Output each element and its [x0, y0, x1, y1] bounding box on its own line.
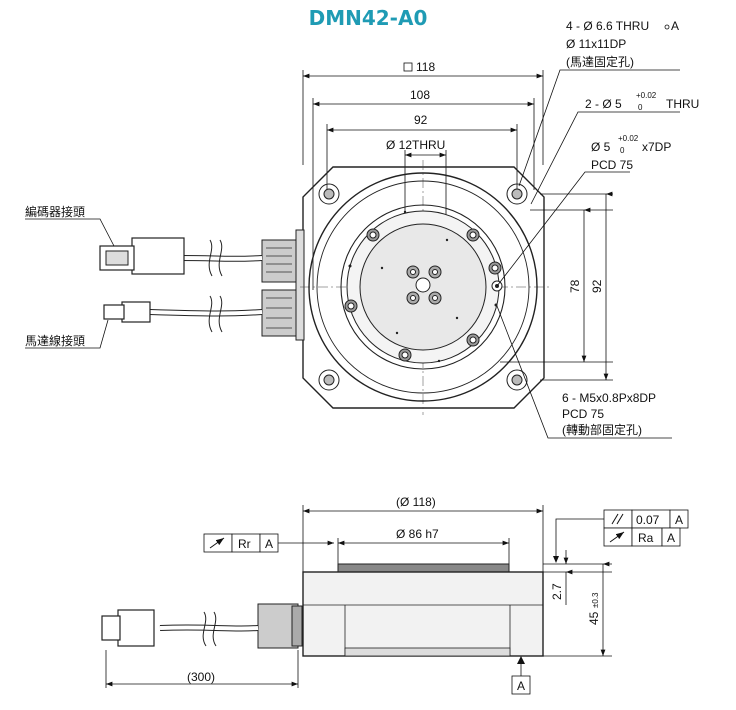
outer-ring [308, 172, 538, 402]
dim-118-side: (Ø 118) [396, 495, 436, 509]
top-view: 118 108 92 Ø 12THRU [25, 60, 680, 439]
tol-ra: Ra [638, 531, 654, 545]
callout-pin-1-tol: +0.02 [636, 91, 657, 100]
callout-pin-1-tol2: 0 [638, 103, 643, 112]
callout-pin-3: PCD 75 [591, 158, 633, 172]
page-title: DMN42-A0 [308, 6, 428, 30]
callout-mount-hole-3: (馬達固定孔) [566, 54, 634, 69]
cable-assembly [99, 237, 297, 337]
callout-pin-2-tol: +0.02 [618, 134, 639, 143]
callout-mount-hole-2: Ø 11x11DP [566, 37, 626, 51]
callout-pin-2-prefix: Ø 5 [591, 140, 611, 154]
tol-ra-ref: A [667, 531, 675, 545]
dim-78: 78 [568, 279, 582, 293]
tol-rr: Rr [238, 537, 251, 551]
square-symbol-icon [403, 62, 413, 72]
rotary-top-ring [337, 563, 510, 573]
dim-45-tol: ±0.3 [591, 592, 600, 608]
dim-45: 45 [587, 611, 601, 625]
callout-tap-3: (轉動部固定孔) [562, 422, 642, 437]
callout-pin-2-tol2: 0 [620, 146, 625, 155]
label-motor-connector: 馬達線接頭 [25, 333, 85, 348]
callout-mount-hole-1: 4 - Ø 6.6 THRU [566, 19, 649, 33]
label-encoder-connector: 編碼器接頭 [25, 204, 85, 219]
callout-mount-hole-suffix: A [671, 19, 679, 33]
callout-pin-1-prefix: 2 - Ø 5 [585, 97, 622, 111]
tol-parallel-ref: A [675, 513, 683, 527]
dim-86: Ø 86 h7 [396, 527, 439, 541]
dim-2-7: 2.7 [550, 583, 564, 600]
dim-108: 108 [410, 88, 430, 102]
motor-housing [295, 229, 305, 341]
dim-92: 92 [414, 113, 428, 127]
side-view: (Ø 118) Ø 86 h7 2.7 45 ±0.3 [101, 495, 689, 695]
callout-pin-2-suffix: x7DP [642, 140, 671, 154]
callout-tap-1: 6 - M5x0.8Px8DP [562, 391, 656, 405]
center-hole-pattern [406, 265, 442, 305]
dim-center-hole: Ø 12THRU [386, 138, 445, 152]
dim-square-118: 118 [416, 60, 435, 74]
mount-holes [318, 183, 528, 391]
rotor-tapped-holes [344, 228, 502, 362]
tol-rr-ref: A [265, 537, 273, 551]
callout-pin-1-suffix: THRU [666, 97, 699, 111]
dim-300: (300) [187, 670, 215, 684]
stage-body [302, 571, 544, 657]
callout-tap-2: PCD 75 [562, 407, 604, 421]
datum-a: A [517, 679, 525, 693]
dim-92-vertical: 92 [590, 279, 604, 293]
tol-parallel: 0.07 [636, 513, 660, 527]
